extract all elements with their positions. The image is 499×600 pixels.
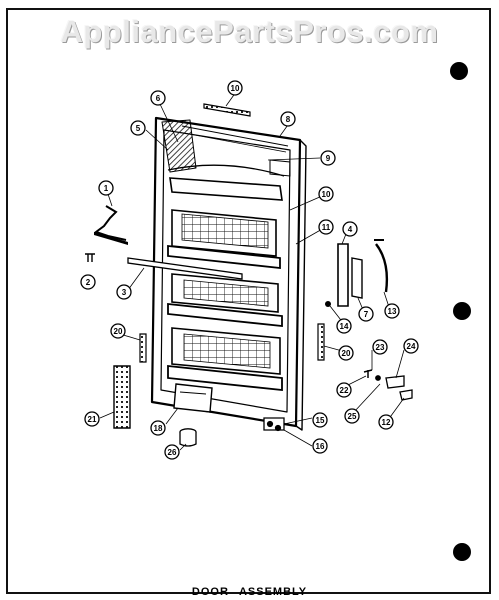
svg-text:21: 21 xyxy=(88,415,97,424)
caption-word-assembly: ASSEMBLY xyxy=(238,586,308,598)
callout-9: 9 xyxy=(320,150,336,166)
callout-6: 6 xyxy=(150,90,166,106)
callout-15: 15 xyxy=(312,412,328,428)
svg-text:6: 6 xyxy=(156,94,161,103)
svg-text:11: 11 xyxy=(322,223,331,232)
screw xyxy=(85,253,95,262)
svg-text:22: 22 xyxy=(340,386,349,395)
side-strip-right xyxy=(317,323,325,361)
callout-4: 4 xyxy=(342,221,358,237)
watermark-text: AppliancePartsPros.com xyxy=(60,14,439,49)
callout-26: 26 xyxy=(164,444,180,460)
callout-22: 22 xyxy=(336,382,352,398)
page-frame xyxy=(6,8,491,594)
svg-text:10: 10 xyxy=(322,190,331,199)
callout-3: 3 xyxy=(116,284,132,300)
handle-insert xyxy=(351,257,363,299)
button-plug xyxy=(325,301,331,307)
caption-word-door: DOOR xyxy=(191,586,229,598)
callout-5: 5 xyxy=(130,120,146,136)
lower-hinge xyxy=(263,417,285,432)
callout-25: 25 xyxy=(344,408,360,424)
callout-24: 24 xyxy=(403,338,419,354)
svg-text:7: 7 xyxy=(364,310,369,319)
punch-hole-top xyxy=(450,62,468,80)
svg-text:9: 9 xyxy=(326,154,331,163)
svg-text:13: 13 xyxy=(388,307,397,316)
svg-text:12: 12 xyxy=(382,418,391,427)
svg-text:3: 3 xyxy=(122,288,127,297)
curved-handle xyxy=(375,243,389,293)
callout-14: 14 xyxy=(336,318,352,334)
callout-8: 8 xyxy=(280,111,296,127)
callout-2: 2 xyxy=(80,274,96,290)
spring-clip-bar xyxy=(94,232,128,245)
callout-23: 23 xyxy=(372,339,388,355)
svg-text:4: 4 xyxy=(348,225,353,234)
callout-16: 16 xyxy=(312,438,328,454)
svg-text:20: 20 xyxy=(114,327,123,336)
side-strip-left xyxy=(139,333,147,363)
svg-text:2: 2 xyxy=(86,278,91,287)
callout-10-side: 10 xyxy=(318,186,334,202)
svg-text:5: 5 xyxy=(136,124,141,133)
hinge-hardware xyxy=(363,369,413,401)
callout-7: 7 xyxy=(358,306,374,322)
svg-text:24: 24 xyxy=(407,342,416,351)
gasket-strip xyxy=(113,365,131,429)
diagram-caption: DOOR ASSEMBLY xyxy=(0,586,499,598)
callout-20-right: 20 xyxy=(338,345,354,361)
bottom-bin xyxy=(173,383,213,413)
callout-21: 21 xyxy=(84,411,100,427)
svg-text:8: 8 xyxy=(286,115,291,124)
cylinder-cap xyxy=(179,428,197,447)
punch-hole-bottom xyxy=(453,543,471,561)
svg-text:20: 20 xyxy=(342,349,351,358)
svg-text:16: 16 xyxy=(316,442,325,451)
svg-text:1: 1 xyxy=(104,184,109,193)
door-panel xyxy=(150,116,307,431)
svg-text:18: 18 xyxy=(154,424,163,433)
spring-clip xyxy=(93,205,127,241)
punch-hole-middle xyxy=(453,302,471,320)
shelf-rail xyxy=(127,257,243,280)
dairy-compartment xyxy=(167,159,291,201)
svg-text:14: 14 xyxy=(340,322,349,331)
svg-text:15: 15 xyxy=(316,416,325,425)
callout-13: 13 xyxy=(384,303,400,319)
svg-text:26: 26 xyxy=(168,448,177,457)
door-shelf-upper xyxy=(167,209,281,270)
callout-1: 1 xyxy=(98,180,114,196)
callout-12: 12 xyxy=(378,414,394,430)
callout-20-left: 20 xyxy=(110,323,126,339)
callout-18: 18 xyxy=(150,420,166,436)
top-trim-strip xyxy=(203,103,251,117)
handle-bar xyxy=(337,243,349,307)
callout-10: 10 xyxy=(227,80,243,96)
svg-text:10: 10 xyxy=(231,84,240,93)
svg-text:23: 23 xyxy=(376,343,385,352)
door-shelf-middle xyxy=(167,273,283,327)
door-shelf-lower xyxy=(167,327,283,391)
svg-text:25: 25 xyxy=(348,412,357,421)
callout-11: 11 xyxy=(318,219,334,235)
